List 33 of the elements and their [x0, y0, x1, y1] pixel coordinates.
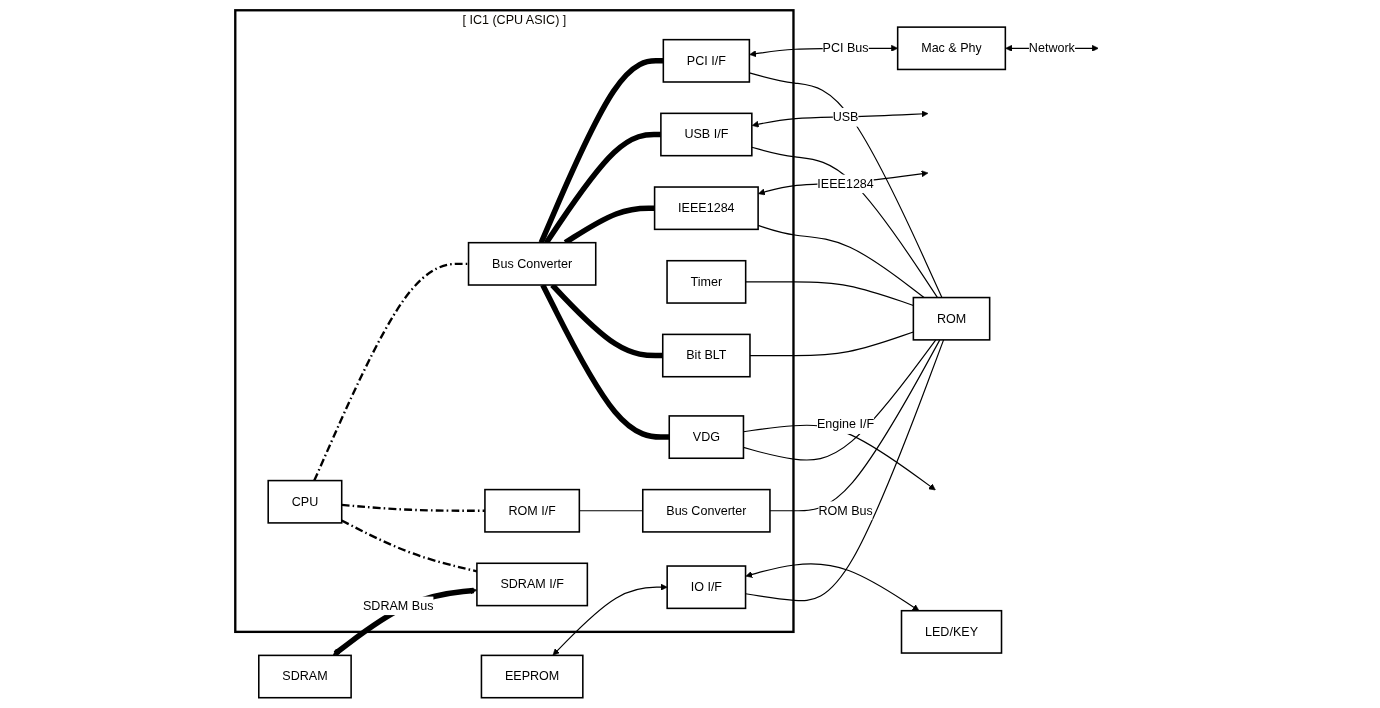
node-box: IEEE1284 — [653, 186, 759, 231]
connector — [312, 262, 469, 482]
node-box: VDG — [668, 415, 744, 460]
edge-label: Network — [1028, 41, 1075, 55]
connector — [769, 339, 941, 512]
connector — [757, 224, 925, 299]
node-box: EEPROM — [480, 654, 584, 699]
arrow — [757, 170, 928, 196]
node-box: Mac & Phy — [896, 26, 1006, 71]
connector — [749, 331, 914, 357]
edge-label: Engine I/F — [816, 417, 874, 431]
arrow — [745, 563, 919, 611]
edge-label: SDRAM Bus — [362, 598, 434, 613]
node-box: SDRAM — [257, 654, 352, 699]
edge-label: ROM Bus — [818, 503, 873, 518]
node-box: IO I/F — [666, 565, 746, 610]
connector — [578, 510, 643, 512]
node-box: ROM I/F — [483, 488, 580, 533]
node-box: CPU — [267, 479, 343, 524]
node-box: LED/KEY — [900, 609, 1002, 654]
node-box: Bus Converter — [467, 241, 597, 286]
node-box: PCI I/F — [662, 38, 750, 83]
arrow — [332, 587, 477, 656]
node-box: Timer — [665, 259, 747, 304]
edge-label: IEEE1284 — [816, 176, 874, 191]
node-box: Bit BLT — [661, 333, 751, 378]
edge-label: USB — [832, 110, 859, 124]
connector — [538, 58, 663, 244]
node-box: ROM — [912, 296, 991, 341]
edge-label: PCI Bus — [822, 41, 869, 55]
node-box: USB I/F — [659, 112, 753, 157]
node-box: Bus Converter — [641, 488, 771, 533]
node-box: SDRAM I/F — [475, 562, 588, 607]
